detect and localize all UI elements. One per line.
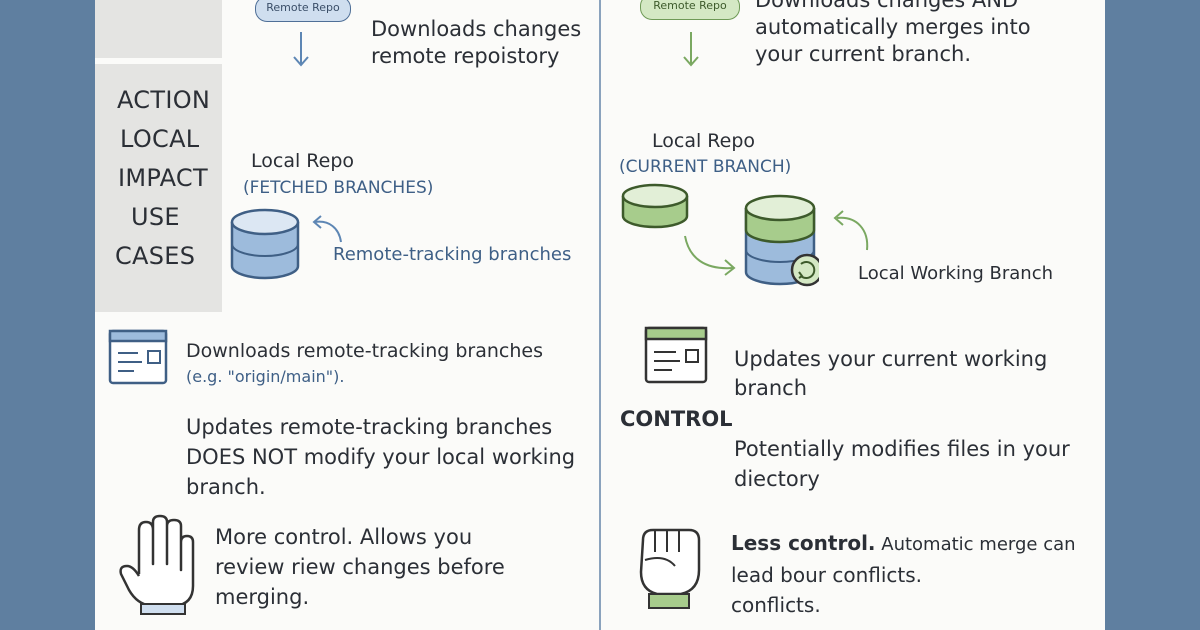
current-branch-subtitle: (CURRENT BRANCH) <box>619 157 792 177</box>
pull-control-line-1: Less control. Automatic merge can <box>731 528 1076 560</box>
downloads-line-1: Downloads remote-tracking branches <box>186 340 544 362</box>
pull-desc-line-1: Downloads changes AND <box>755 0 1019 12</box>
label-local: LOCAL <box>120 125 200 153</box>
downloads-line-2: (e.g. "origin/main"). <box>186 367 345 386</box>
label-action: ACTION <box>117 86 211 114</box>
local-repo-title-pull: Local Repo <box>652 130 756 152</box>
row-labels: ACTION LOCAL IMPACT USE CASES <box>95 64 222 312</box>
pull-control-line-2: lead bour conflicts. <box>731 563 923 587</box>
fetch-control-line-2: review riew changes before <box>215 555 505 579</box>
remote-tracking-label: Remote-tracking branches <box>333 244 572 265</box>
remote-repo-pill: Remote Repo <box>255 0 351 22</box>
label-use: USE <box>131 203 180 231</box>
downloads-description: Downloads remote-tracking branches (e.g.… <box>186 338 543 390</box>
less-control-bold: Less control. <box>731 531 876 555</box>
pull-desc-line-3: your current branch. <box>755 42 971 66</box>
control-heading: CONTROL <box>620 407 733 431</box>
tracking-arrow-icon <box>312 215 342 243</box>
merge-arrow-icon <box>684 235 736 276</box>
down-arrow-green-icon <box>683 32 699 67</box>
pull-updates: Updates your current working branch <box>734 345 1047 403</box>
pull-updates-line-2: branch <box>734 376 807 400</box>
database-green-icon <box>621 183 689 229</box>
pull-control: Less control. Automatic merge can lead b… <box>731 528 1076 620</box>
pull-impact-line-1: Potentially modifies files in your <box>734 437 1070 461</box>
fetch-description: Downloads changes remote repoistory <box>371 16 581 70</box>
fetched-branches-subtitle: (FETCHED BRANCHES) <box>243 178 434 198</box>
fetch-impact-line-2: DOES NOT modify your local working <box>186 445 576 469</box>
fetch-control: More control. Allows you review riew cha… <box>215 522 505 612</box>
sync-arrow-icon <box>833 210 869 251</box>
remote-repo-pill-pull: Remote Repo <box>640 0 740 20</box>
fetch-impact-line-3: branch. <box>186 475 266 499</box>
document-window-icon <box>108 329 168 385</box>
local-working-branch-label: Local Working Branch <box>858 263 1054 284</box>
fetch-desc-line-1: Downloads changes <box>371 17 582 41</box>
fetch-impact: Updates remote-tracking branches DOES NO… <box>186 412 575 502</box>
comparison-panel: ACTION LOCAL IMPACT USE CASES Remote Rep… <box>95 0 1105 630</box>
pull-updates-line-1: Updates your current working <box>734 347 1048 371</box>
fetch-desc-line-2: remote repoistory <box>371 44 560 68</box>
label-cases: CASES <box>115 242 196 270</box>
document-window-green-icon <box>644 326 708 384</box>
pull-impact: Potentially modifies files in your diect… <box>734 434 1070 494</box>
label-impact: IMPACT <box>118 164 208 192</box>
header-band <box>95 0 222 58</box>
fetch-control-line-1: More control. Allows you <box>215 525 473 549</box>
fetch-control-line-3: merging. <box>215 585 310 609</box>
pull-desc-line-2: automatically merges into <box>755 15 1031 39</box>
fetch-impact-line-1: Updates remote-tracking branches <box>186 415 553 439</box>
hand-stop-icon <box>119 514 195 615</box>
pull-impact-line-2: diectory <box>734 467 820 491</box>
down-arrow-icon <box>293 32 309 67</box>
pull-description: Downloads changes AND automatically merg… <box>755 0 1031 68</box>
local-repo-title: Local Repo <box>251 150 355 172</box>
pull-control-line-3: conflicts. <box>731 593 821 617</box>
database-icon <box>230 208 300 280</box>
database-stack-icon <box>744 194 819 287</box>
fist-icon <box>639 528 701 609</box>
column-divider <box>599 0 601 630</box>
row-label-band <box>95 64 222 312</box>
less-control-rest: Automatic merge can <box>875 534 1076 555</box>
